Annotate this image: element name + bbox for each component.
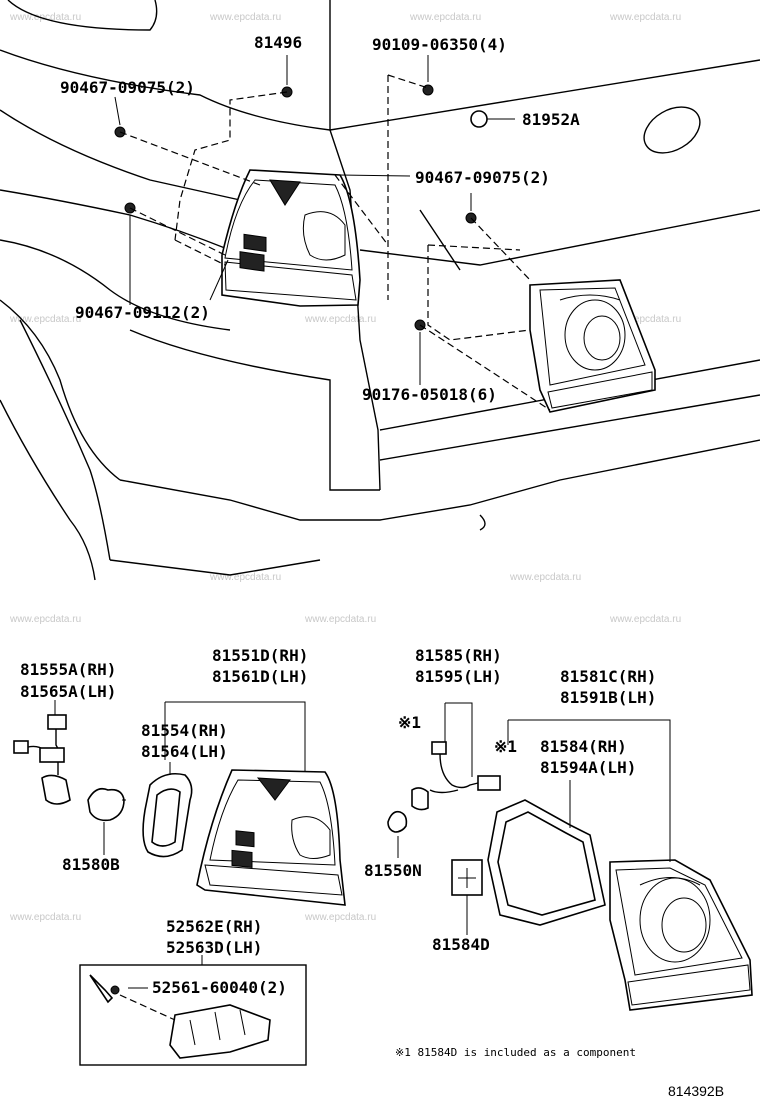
part-label-81580b: 81580B [62,855,120,874]
part-label-90109-06350: 90109-06350(4) [372,35,507,54]
part-label-81565a: 81565A(LH) [20,682,116,701]
part-label-52561-60040: 52561-60040(2) [152,978,287,997]
lamp-assy-outer [196,769,346,906]
watermark: www.epcdata.ru [409,12,481,23]
part-label-90176-05018: 90176-05018(6) [362,385,497,404]
watermark: www.epcdata.ru [9,912,81,923]
watermarks: www.epcdata.ru www.epcdata.ru www.epcdat… [9,12,681,923]
part-label-81496: 81496 [254,33,302,52]
lamp-assy-inner [609,859,753,1011]
watermark: www.epcdata.ru [609,314,681,325]
assembly-lines-top [119,74,551,411]
bulb-outer [87,787,126,822]
lamp-gasket-outer [142,772,193,858]
part-label-81564: 81564(LH) [141,742,228,761]
part-label-90467-09075: 90467-09075(2) [415,168,550,187]
part-label-81594a: 81594A(LH) [540,758,636,777]
leader-lines-bottom-left [54,700,306,989]
part-label-52562e: 52562E(RH) [166,917,262,936]
part-label-81584: 81584(RH) [540,737,627,756]
part-label-81952a: 81952A [522,110,580,129]
plug-icon [470,110,488,128]
watermark: www.epcdata.ru [304,912,376,923]
bracket-assy [79,964,307,1066]
part-label-90467-09112: 90467-09112(2) [75,303,210,322]
part-label-81555a: 81555A(RH) [20,660,116,679]
part-label-81550n: 81550N [364,861,422,880]
socket-wire-assy-inner [411,741,501,811]
watermark: www.epcdata.ru [609,12,681,23]
tail-lamp-inner-top [529,279,656,413]
vehicle-body [0,0,760,581]
part-label-52563d: 52563D(LH) [166,938,262,957]
screw-icon [110,985,120,995]
watermark: www.epcdata.ru [9,314,81,325]
bulb-inner [387,810,408,833]
tail-lamp-outer-top [221,169,361,307]
footnote-marker: ※1 [398,713,421,732]
leader-lines-top [114,55,515,385]
part-label-81591b: 81591B(LH) [560,688,656,707]
watermark: www.epcdata.ru [9,614,81,625]
diagram-id: 814392B [668,1083,724,1099]
part-label-81584d: 81584D [432,935,490,954]
footnote-marker: ※1 [494,737,517,756]
part-label-81581c: 81581C(RH) [560,667,656,686]
watermark: www.epcdata.ru [209,572,281,583]
lens-patch [451,859,483,896]
watermark: www.epcdata.ru [9,12,81,23]
part-label-81551d: 81551D(RH) [212,646,308,665]
watermark: www.epcdata.ru [209,12,281,23]
watermark: www.epcdata.ru [304,314,376,325]
part-label-81595: 81595(LH) [415,667,502,686]
part-label-81561d: 81561D(LH) [212,667,308,686]
footnote: ※1 81584D is included as a component [395,1046,636,1059]
socket-wire-assy-outer [13,714,71,805]
leader-lines-bottom-right [397,702,671,935]
part-label-81585: 81585(RH) [415,646,502,665]
watermark: www.epcdata.ru [304,614,376,625]
part-label-90467-09075: 90467-09075(2) [60,78,195,97]
watermark: www.epcdata.ru [509,572,581,583]
part-label-81554: 81554(RH) [141,721,228,740]
watermark: www.epcdata.ru [609,614,681,625]
lamp-gasket-inner [487,799,606,926]
